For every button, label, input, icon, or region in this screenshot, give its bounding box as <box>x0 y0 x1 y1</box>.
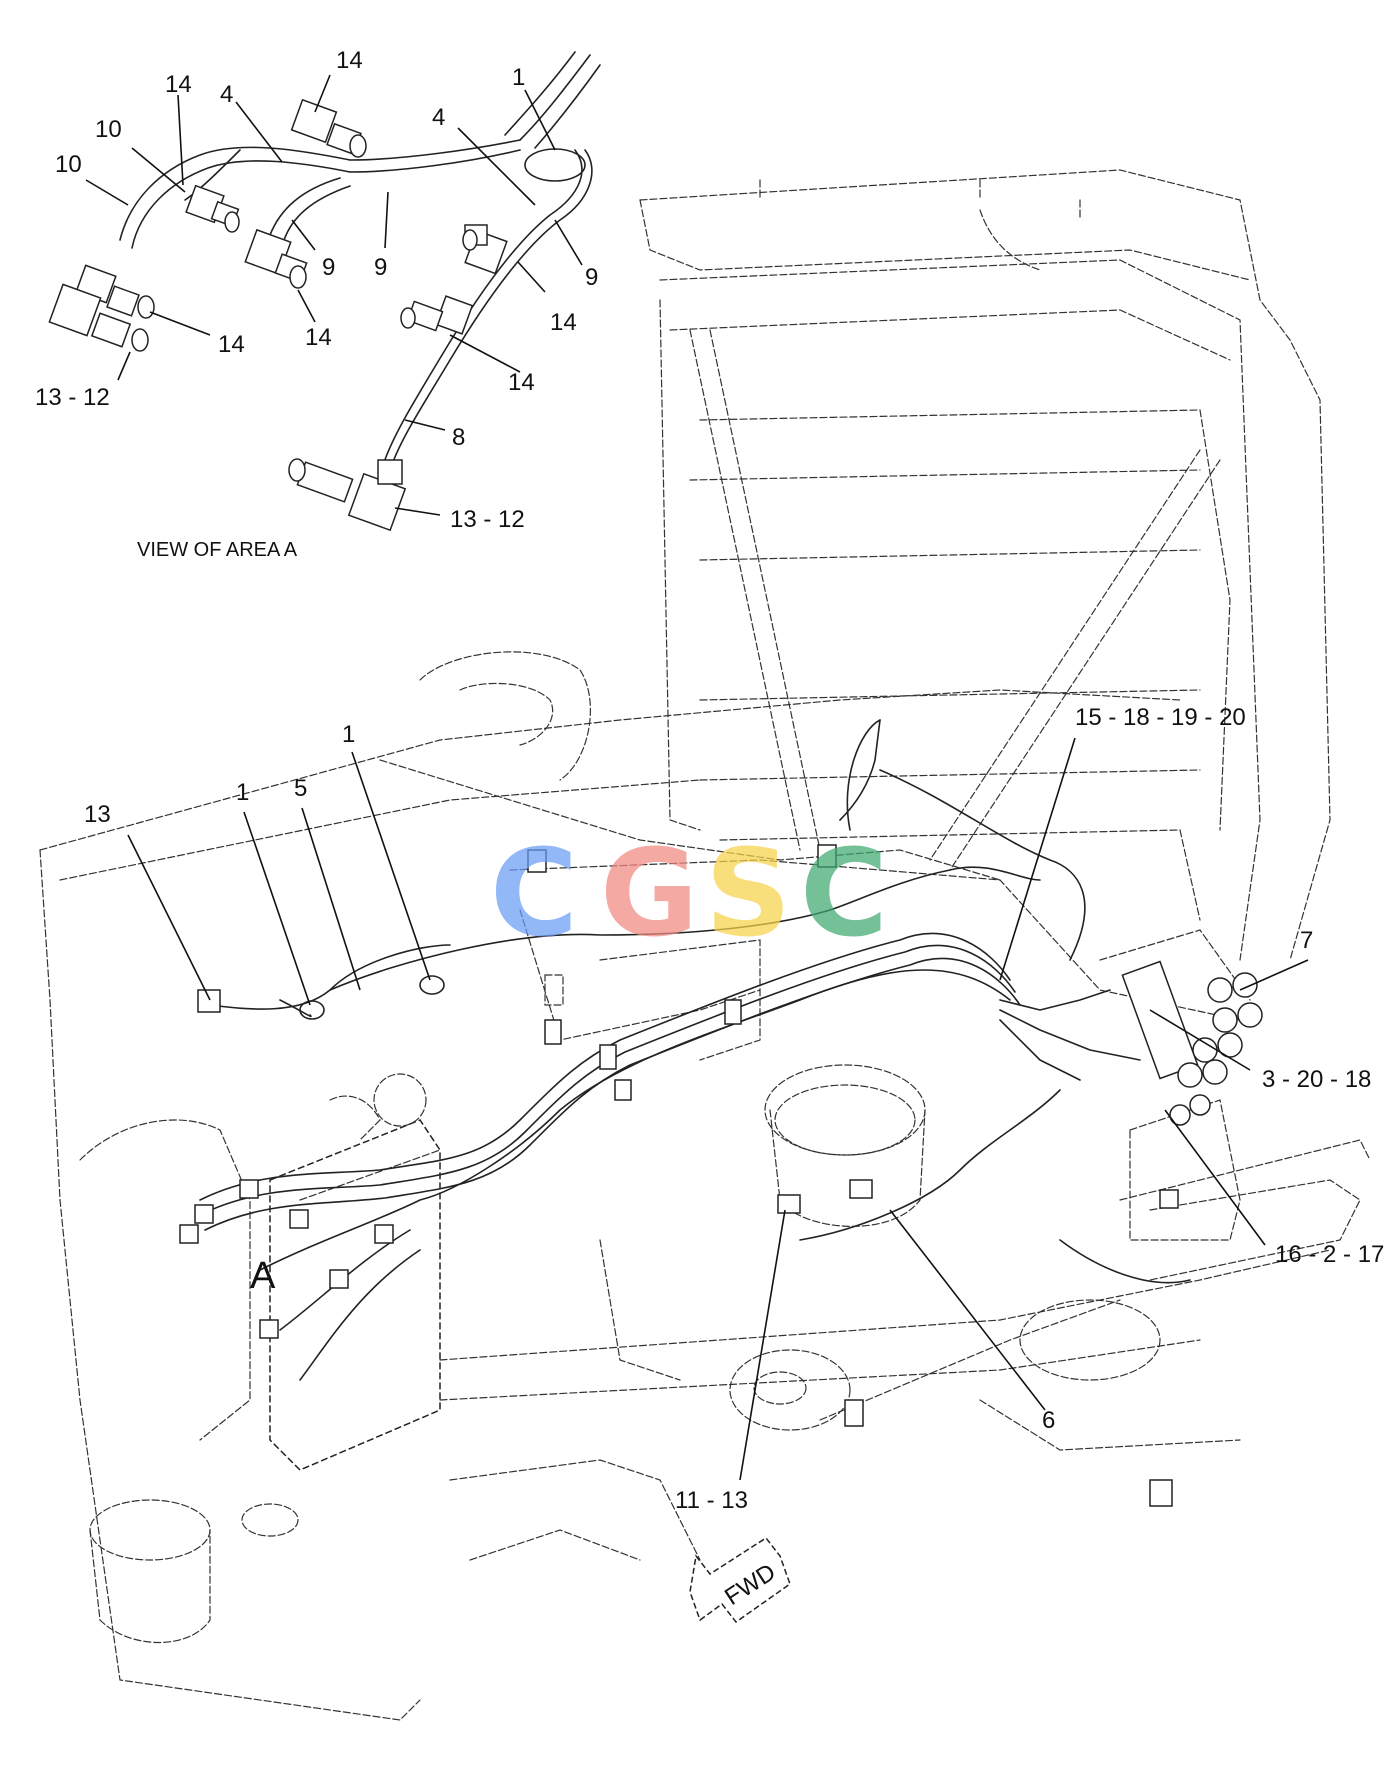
callout-13-12: 13 - 12 <box>450 506 525 533</box>
callout-15-18-19-20: 15 - 18 - 19 - 20 <box>1075 704 1246 731</box>
callout-9: 9 <box>585 264 598 291</box>
manifold-block <box>1121 960 1263 1126</box>
watermark-letter-1: C <box>490 825 578 964</box>
fitting-14-mid <box>185 184 240 233</box>
callout-labels: 14 14 4 10 10 1 4 9 9 9 14 14 14 14 13 -… <box>35 47 1384 1514</box>
area-a-marker: A <box>250 1255 276 1297</box>
callout-9: 9 <box>374 254 387 281</box>
fitting-14-right-a <box>462 224 508 275</box>
fitting-14-right-b <box>400 295 474 335</box>
leader-lines <box>85 74 1309 1481</box>
callout-11-13: 11 - 13 <box>675 1487 748 1514</box>
callout-4: 4 <box>432 104 445 131</box>
callout-9: 9 <box>322 254 335 281</box>
callout-14: 14 <box>550 309 577 336</box>
callout-1: 1 <box>342 721 355 748</box>
callout-1: 1 <box>512 64 525 91</box>
forward-arrow: FWD <box>689 1536 791 1624</box>
callout-4: 4 <box>220 81 233 108</box>
hydraulic-lines-main <box>179 719 1263 1507</box>
callout-5: 5 <box>294 775 307 802</box>
watermark: C G S C <box>490 825 888 964</box>
callout-3-20-18: 3 - 20 - 18 <box>1262 1066 1371 1093</box>
callout-14: 14 <box>508 369 535 396</box>
callout-14: 14 <box>218 331 245 358</box>
fitting-13-12-bottom <box>288 458 407 532</box>
callout-8: 8 <box>452 424 465 451</box>
fitting-13-12-left <box>48 283 149 352</box>
callout-16-2-17: 16 - 2 - 17 <box>1275 1241 1384 1268</box>
callout-7: 7 <box>1300 927 1313 954</box>
fitting-14-top <box>290 98 367 158</box>
callout-13-12: 13 - 12 <box>35 384 110 411</box>
callout-14: 14 <box>336 47 363 74</box>
callout-10: 10 <box>55 151 82 178</box>
watermark-letter-4: C <box>800 825 888 964</box>
callout-13: 13 <box>84 801 111 828</box>
fitting-14-left-b <box>75 264 155 319</box>
callout-6: 6 <box>1042 1407 1055 1434</box>
area-a-detail-view <box>48 51 601 532</box>
watermark-letter-3: S <box>705 825 791 964</box>
view-caption: VIEW OF AREA A <box>137 539 298 561</box>
watermark-letter-2: G <box>600 825 699 964</box>
callout-14: 14 <box>165 71 192 98</box>
callout-1: 1 <box>236 779 249 806</box>
callout-14: 14 <box>305 324 332 351</box>
fitting-14-left-a <box>244 228 308 289</box>
callout-10: 10 <box>95 116 122 143</box>
